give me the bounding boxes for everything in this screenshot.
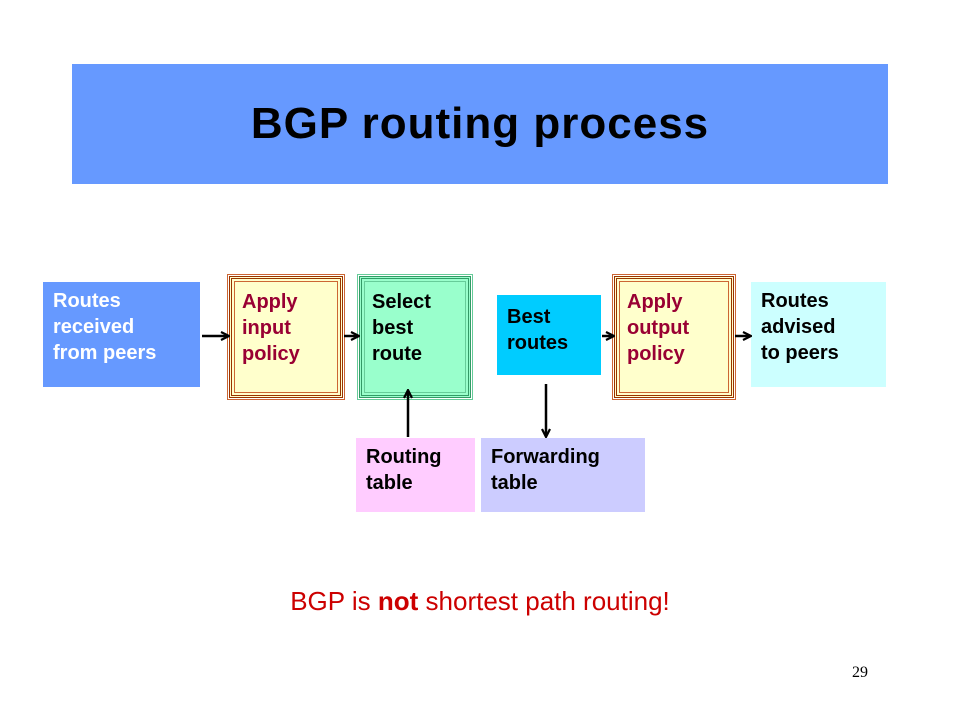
page-number: 29 xyxy=(852,664,868,681)
tagline-start: BGP is xyxy=(290,586,378,616)
tagline: BGP is not shortest path routing! xyxy=(0,586,960,617)
tagline-emphasis: not xyxy=(377,586,419,616)
routes-received-box: Routes received from peers xyxy=(43,282,200,387)
routes-received-line-2: received xyxy=(53,316,135,338)
routes-advised-line-1: Routes xyxy=(761,290,829,312)
select-best-line-3: route xyxy=(372,343,422,365)
select-best-line-2: best xyxy=(372,317,414,339)
routing-table-line-2: table xyxy=(366,472,413,494)
input-policy-line-3: policy xyxy=(242,343,300,365)
routes-advised-line-3: to peers xyxy=(761,342,839,364)
input-policy-line-1: Apply xyxy=(242,291,298,313)
forwarding-table-line-2: table xyxy=(491,472,538,494)
best-routes-line-2: routes xyxy=(507,332,569,354)
forwarding-table-line-1: Forwarding xyxy=(491,446,600,468)
best-routes-line-1: Best xyxy=(507,306,551,328)
select-best-route-box: Select best route xyxy=(359,276,471,398)
output-policy-line-1: Apply xyxy=(627,291,683,313)
select-best-line-1: Select xyxy=(372,291,431,313)
routing-table-box: Routing table xyxy=(356,438,475,512)
routes-advised-line-2: advised xyxy=(761,316,836,338)
routing-table-line-1: Routing xyxy=(366,446,442,468)
input-policy-line-2: input xyxy=(242,317,291,339)
output-policy-box: Apply output policy xyxy=(614,276,734,398)
tagline-end: shortest path routing! xyxy=(418,586,670,616)
routes-advised-box: Routes advised to peers xyxy=(751,282,886,387)
slide-title: BGP routing process xyxy=(250,99,710,148)
routes-received-line-3: from peers xyxy=(53,342,157,364)
best-routes-box: Best routes xyxy=(497,295,601,375)
forwarding-table-box: Forwarding table xyxy=(481,438,645,512)
title-banner: BGP routing process xyxy=(72,64,888,184)
routes-received-line-1: Routes xyxy=(53,290,121,312)
output-policy-line-2: output xyxy=(627,317,690,339)
output-policy-line-3: policy xyxy=(627,343,685,365)
input-policy-box: Apply input policy xyxy=(229,276,343,398)
